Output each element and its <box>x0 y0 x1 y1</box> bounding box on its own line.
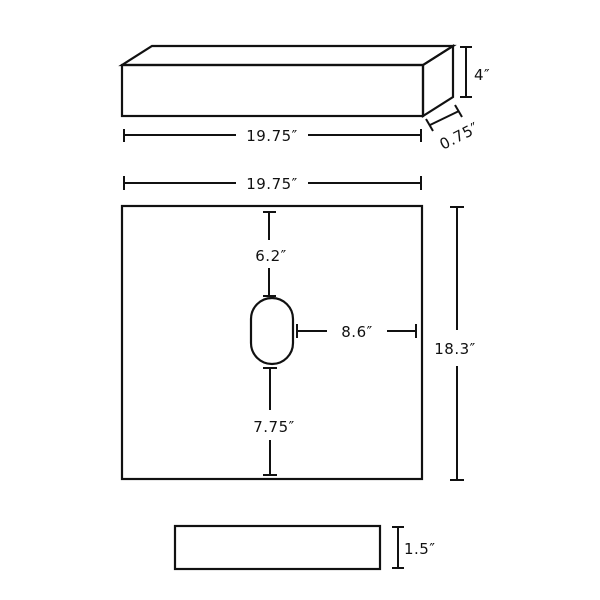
backsplash-side-face <box>421 44 455 118</box>
hole-from-front-dimension: 7.75″ <box>253 367 295 476</box>
backsplash-height-label: 4″ <box>474 66 490 84</box>
backsplash-front-face <box>120 63 425 118</box>
top-thickness-dimension: 1.5″ <box>392 526 435 569</box>
hole-from-back-label: 6.2″ <box>255 247 286 265</box>
top-width-label: 19.75″ <box>246 175 298 193</box>
backsplash-drawing <box>118 44 457 118</box>
backsplash-depth-dimension: 0.75″ <box>425 104 482 154</box>
backsplash-top-face <box>118 44 457 67</box>
hole-from-side-dimension: 8.6″ <box>296 323 417 341</box>
backsplash-length-label: 19.75″ <box>246 127 298 145</box>
top-width-dimension: 19.75″ <box>123 175 422 193</box>
top-depth-label: 18.3″ <box>434 340 476 358</box>
backsplash-height-dimension: 4″ <box>460 46 490 98</box>
top-edge-view <box>173 524 382 571</box>
vanity-top-outline <box>120 204 424 481</box>
backsplash-length-dimension: 19.75″ <box>123 127 422 145</box>
top-depth-dimension: 18.3″ <box>434 206 476 481</box>
faucet-hole <box>249 296 295 366</box>
hole-from-side-label: 8.6″ <box>341 323 372 341</box>
backsplash-depth-label: 0.75″ <box>437 119 482 154</box>
top-thickness-label: 1.5″ <box>404 540 435 558</box>
hole-from-back-dimension: 6.2″ <box>255 211 286 297</box>
hole-from-front-label: 7.75″ <box>253 418 295 436</box>
